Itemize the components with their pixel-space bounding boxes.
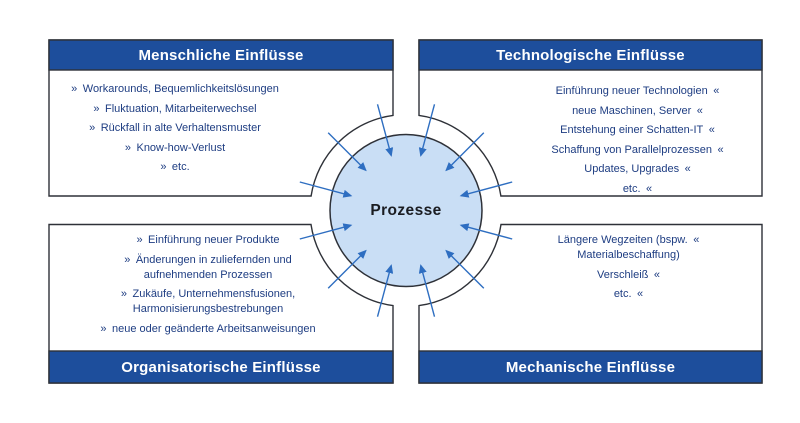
list-item: Entstehung einer Schatten-IT « bbox=[560, 124, 715, 136]
title-bar-top-left bbox=[48, 39, 394, 71]
inward-arrows bbox=[299, 104, 513, 317]
title-bars bbox=[48, 39, 763, 384]
title-bar-bottom-left bbox=[48, 350, 394, 384]
arrow-icon bbox=[418, 104, 436, 157]
arrow-icon bbox=[445, 249, 485, 289]
list-item: » Einführung neuer Produkte bbox=[136, 234, 280, 246]
box-bottom-right bbox=[418, 223, 763, 384]
quadrant-title-organisatorische: Organisatorische Einflüsse bbox=[121, 358, 321, 376]
arrow-icon bbox=[418, 264, 436, 317]
box-top-left bbox=[48, 39, 394, 197]
list-item: Verschleiß « bbox=[597, 268, 660, 281]
quadrant-boxes bbox=[48, 39, 763, 384]
list-item: » neue oder geänderte Arbeitsanweisungen bbox=[100, 322, 316, 335]
list-item: » Rückfall in alte Verhaltensmuster bbox=[89, 122, 261, 134]
process-circle bbox=[329, 133, 483, 288]
quadrant-title-menschliche: Menschliche Einflüsse bbox=[138, 46, 304, 64]
list-item: » Zukäufe, Unternehmensfusionen, Harmoni… bbox=[120, 288, 296, 315]
list-menschliche-einfluesse: » Workarounds, Bequemlichkeitslösungen »… bbox=[49, 82, 301, 180]
arrow-icon bbox=[459, 223, 513, 240]
list-item: » Fluktuation, Mitarbeiterwechsel bbox=[93, 102, 257, 115]
list-item: etc. « bbox=[613, 288, 644, 300]
process-circle-label: Prozesse bbox=[370, 201, 442, 219]
quadrant-title-technologische: Technologische Einflüsse bbox=[496, 46, 685, 64]
list-item: Längere Wegzeiten (bspw. « Materialbesch… bbox=[557, 234, 700, 261]
list-item: etc. « bbox=[622, 182, 653, 195]
list-item: Einführung neuer Technologien « bbox=[555, 85, 720, 97]
list-organisatorische-einfluesse: » Einführung neuer Produkte » Änderungen… bbox=[49, 233, 367, 341]
title-bar-top-right bbox=[418, 39, 763, 71]
list-item: » Know-how-Verlust bbox=[124, 141, 226, 154]
arrow-icon bbox=[376, 104, 394, 157]
list-item: Schaffung von Parallelprozessen « bbox=[551, 143, 724, 156]
box-top-right bbox=[418, 39, 763, 197]
arrow-icon bbox=[327, 249, 367, 289]
arrow-icon bbox=[299, 223, 353, 240]
list-item: neue Maschinen, Server « bbox=[572, 104, 703, 117]
list-item: » etc. bbox=[160, 161, 190, 173]
list-mechanische-einfluesse: Längere Wegzeiten (bspw. « Materialbesch… bbox=[505, 233, 752, 307]
box-bottom-left bbox=[48, 223, 394, 384]
list-item: » Workarounds, Bequemlichkeitslösungen bbox=[71, 83, 279, 95]
quadrant-title-mechanische: Mechanische Einflüsse bbox=[505, 358, 676, 376]
arrow-icon bbox=[327, 132, 367, 172]
arrow-icon bbox=[459, 181, 513, 198]
arrow-icon bbox=[445, 132, 485, 172]
arrow-icon bbox=[299, 181, 353, 198]
list-item: Updates, Upgrades « bbox=[584, 163, 691, 175]
list-item: » Änderungen in zuliefernden und aufnehm… bbox=[124, 253, 292, 281]
title-bar-bottom-right bbox=[418, 350, 763, 384]
arrow-icon bbox=[376, 264, 394, 317]
list-technologische-einfluesse: Einführung neuer Technologien « neue Mas… bbox=[513, 84, 762, 201]
